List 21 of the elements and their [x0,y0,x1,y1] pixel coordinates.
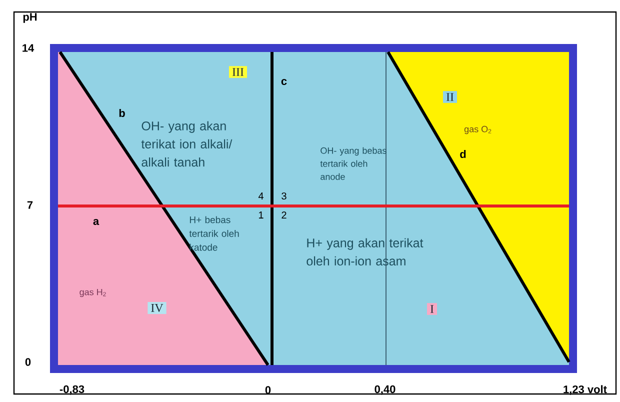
region-number-box: III [229,66,247,78]
point-number: 3 [282,192,286,200]
axis-tick-label: 1,23 volt [564,385,607,395]
region-number-box: IV [148,302,166,314]
axis-tick-label: 0 [25,358,31,366]
axis-title: pH [23,13,37,23]
axis-tick-label: 7 [27,201,33,209]
axis-tick-label: 14 [22,44,34,52]
line-label: c [281,79,287,86]
line-label: a [93,219,100,226]
region-number-box: II [443,91,457,103]
point-number: 2 [282,212,286,218]
line-label: d [460,150,466,158]
point-number: 1 [259,212,264,218]
line-label: b [119,108,125,118]
axis-tick-label: 0,40 [374,385,396,395]
point-number: 4 [258,192,264,200]
axis-tick-label: 0 [265,386,271,394]
axis-tick-label: -0,83 [60,385,84,395]
region-label: gas H$_{2}$ [80,288,106,298]
region-number-box: I [427,303,437,315]
